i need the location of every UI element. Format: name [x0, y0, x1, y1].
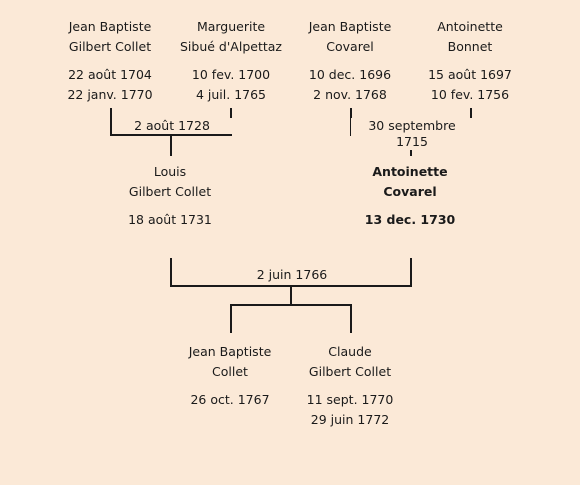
- person-death-date: 2 nov. 1768: [313, 87, 387, 102]
- person-death-date: 10 fev. 1756: [430, 87, 510, 102]
- person-birth-date: 10 dec. 1696: [308, 67, 392, 82]
- person-birth-date: 26 oct. 1767: [190, 392, 270, 407]
- person-birth-date: 22 août 1704: [68, 67, 152, 82]
- person-gp-3[interactable]: Jean Baptiste Covarel 10 dec. 1696 2 nov…: [285, 17, 415, 105]
- person-gp-4[interactable]: Antoinette Bonnet 15 août 1697 10 fev. 1…: [405, 17, 535, 105]
- person-last-name: Sibué d'Alpettaz: [180, 39, 282, 54]
- person-first-name: Claude: [328, 344, 372, 359]
- person-first-name: Jean Baptiste: [68, 19, 152, 34]
- marriage-date-gp-left: 2 août 1728: [112, 118, 232, 134]
- person-birth-date: 15 août 1697: [428, 67, 512, 82]
- person-parent-father[interactable]: Louis Gilbert Collet 18 août 1731: [105, 162, 235, 230]
- person-first-name: Louis: [153, 164, 187, 179]
- person-death-date: 22 janv. 1770: [67, 87, 153, 102]
- person-last-name: Bonnet: [447, 39, 493, 54]
- person-first-name: Jean Baptiste: [308, 19, 392, 34]
- person-first-name: Antoinette: [372, 164, 448, 179]
- person-first-name: Jean Baptiste: [188, 344, 272, 359]
- person-first-name: Antoinette: [437, 19, 503, 34]
- connector-parents: [170, 258, 412, 305]
- person-last-name: Collet: [212, 364, 248, 379]
- person-parent-mother-selected[interactable]: Antoinette Covarel 13 dec. 1730: [345, 162, 475, 230]
- person-last-name: Gilbert Collet: [308, 364, 392, 379]
- person-last-name: Covarel: [326, 39, 374, 54]
- person-first-name: Marguerite: [196, 19, 266, 34]
- person-death-date: 4 juil. 1765: [195, 87, 267, 102]
- person-last-name: Covarel: [383, 184, 437, 199]
- connector-children: [230, 304, 352, 333]
- person-birth-date: 10 fev. 1700: [191, 67, 271, 82]
- person-last-name: Gilbert Collet: [128, 184, 212, 199]
- marriage-date-gp-right: 30 septembre 1715: [351, 118, 473, 150]
- person-birth-date: 18 août 1731: [128, 212, 212, 227]
- person-death-date: 29 juin 1772: [310, 412, 390, 427]
- person-gp-1[interactable]: Jean Baptiste Gilbert Collet 22 août 170…: [45, 17, 175, 105]
- person-birth-date: 11 sept. 1770: [306, 392, 394, 407]
- person-child-2[interactable]: Claude Gilbert Collet 11 sept. 1770 29 j…: [285, 342, 415, 430]
- marriage-date-parents: 2 juin 1766: [230, 267, 354, 283]
- person-child-1[interactable]: Jean Baptiste Collet 26 oct. 1767: [165, 342, 295, 410]
- person-birth-date: 13 dec. 1730: [364, 212, 456, 227]
- person-last-name: Gilbert Collet: [68, 39, 152, 54]
- person-gp-2[interactable]: Marguerite Sibué d'Alpettaz 10 fev. 1700…: [166, 17, 296, 105]
